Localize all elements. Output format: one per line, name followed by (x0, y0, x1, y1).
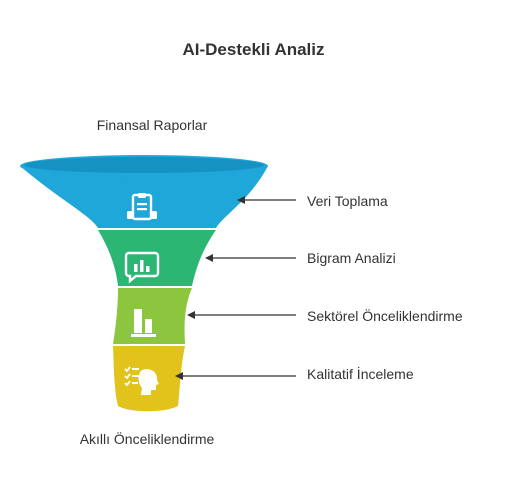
stage-label-bigram-analizi: Bigram Analizi (307, 250, 396, 266)
diagram-title: AI-Destekli Analiz (182, 40, 325, 59)
funnel-rim-inner (24, 157, 264, 173)
stage-label-veri-toplama: Veri Toplama (307, 193, 388, 209)
arrowhead-bigram-analizi (205, 254, 213, 262)
checklist-person-icon (124, 366, 159, 395)
stage-label-sektorel-onceliklendirme: Sektörel Önceliklendirme (307, 308, 463, 324)
chat-chart-icon (124, 251, 160, 284)
stage-3-segment (113, 288, 192, 344)
stage-arrows (175, 196, 296, 380)
funnel-input-label: Finansal Raporlar (96, 117, 208, 133)
arrowhead-veri-toplama (237, 196, 245, 204)
clipboard-icon (127, 193, 157, 221)
funnel-output-label: Akıllı Önceliklendirme (79, 431, 215, 447)
stage-label-kalitatif-inceleme: Kalitatif İnceleme (307, 366, 414, 382)
arrowhead-sektorel (187, 311, 195, 319)
arrowhead-kalitatif (175, 372, 183, 380)
bar-chart-icon (131, 309, 156, 337)
